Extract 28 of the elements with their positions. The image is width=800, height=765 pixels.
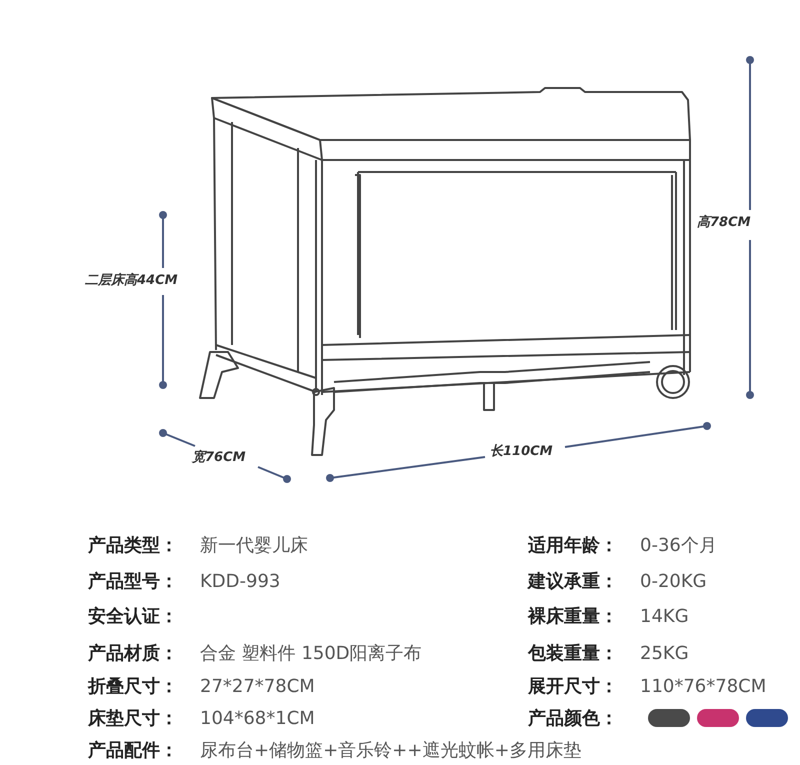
spec-label: 产品配件： bbox=[88, 740, 178, 762]
spec-label: 建议承重： bbox=[528, 571, 618, 593]
spec-value: 0-36个月 bbox=[640, 535, 717, 557]
dimension-label: 二层床高44CM bbox=[85, 273, 178, 289]
spec-label: 包装重量： bbox=[528, 643, 618, 665]
dimension-label: 长110CM bbox=[490, 444, 553, 460]
spec-value: 14KG bbox=[640, 606, 689, 628]
spec-label: 展开尺寸： bbox=[528, 676, 618, 698]
spec-label: 裸床重量： bbox=[528, 606, 618, 628]
spec-value: 合金 塑料件 150D阳离子布 bbox=[200, 643, 422, 665]
spec-value: 新一代婴儿床 bbox=[200, 535, 308, 557]
dimension-label: 高78CM bbox=[697, 215, 751, 231]
dimension-label: 宽76CM bbox=[192, 450, 246, 466]
spec-value: 尿布台+储物篮+音乐铃++遮光蚊帐+多用床垫 bbox=[200, 740, 582, 762]
spec-value: 104*68*1CM bbox=[200, 708, 315, 730]
spec-label: 折叠尺寸： bbox=[88, 676, 178, 698]
spec-label: 产品颜色： bbox=[528, 708, 618, 730]
spec-value: 25KG bbox=[640, 643, 689, 665]
spec-value: 27*27*78CM bbox=[200, 676, 315, 698]
spec-label: 安全认证： bbox=[88, 606, 178, 628]
spec-label: 产品材质： bbox=[88, 643, 178, 665]
spec-value: 0-20KG bbox=[640, 571, 707, 593]
spec-value: 110*76*78CM bbox=[640, 676, 766, 698]
spec-value: KDD-993 bbox=[200, 571, 280, 593]
spec-label: 床垫尺寸： bbox=[88, 708, 178, 730]
spec-label: 产品型号： bbox=[88, 571, 178, 593]
spec-label: 适用年龄： bbox=[528, 535, 618, 557]
spec-label: 产品类型： bbox=[88, 535, 178, 557]
